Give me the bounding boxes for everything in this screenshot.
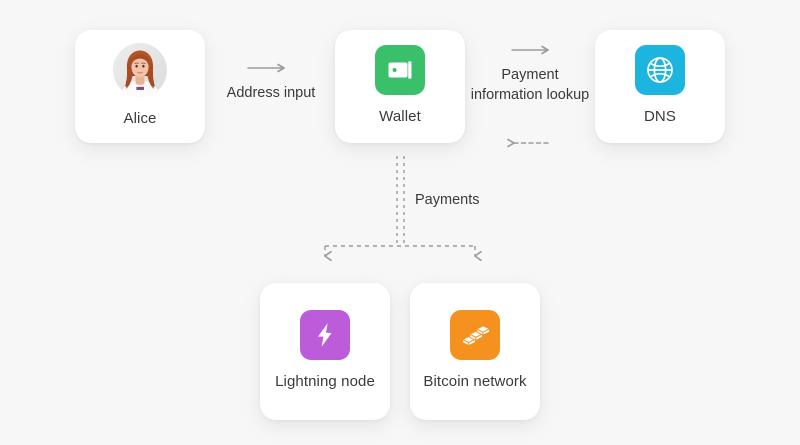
node-lightning-node[interactable]: Lightning node [260,283,390,420]
connector-label-payment-information-lookup: Payment information lookup [470,67,590,103]
node-label-bitcoin-network: Bitcoin network [423,373,527,391]
node-label-wallet: Wallet [379,108,421,126]
node-label-alice: Alice [123,110,157,128]
node-wallet[interactable]: Wallet [335,30,465,143]
node-label-lightning-node: Lightning node [275,373,375,391]
blocks-chain-icon [450,310,500,361]
globe-icon [635,45,685,96]
connector-label-address-input: Address input [226,85,316,101]
node-label-dns: DNS [644,108,676,126]
connector-label-payments: Payments [415,192,480,208]
wallet-icon [375,45,425,96]
node-bitcoin-network[interactable]: Bitcoin network [410,283,540,420]
avatar-photo-icon [113,43,167,98]
node-alice[interactable]: Alice [75,30,205,143]
node-dns[interactable]: DNS [595,30,725,143]
lightning-bolt-icon [300,310,350,361]
